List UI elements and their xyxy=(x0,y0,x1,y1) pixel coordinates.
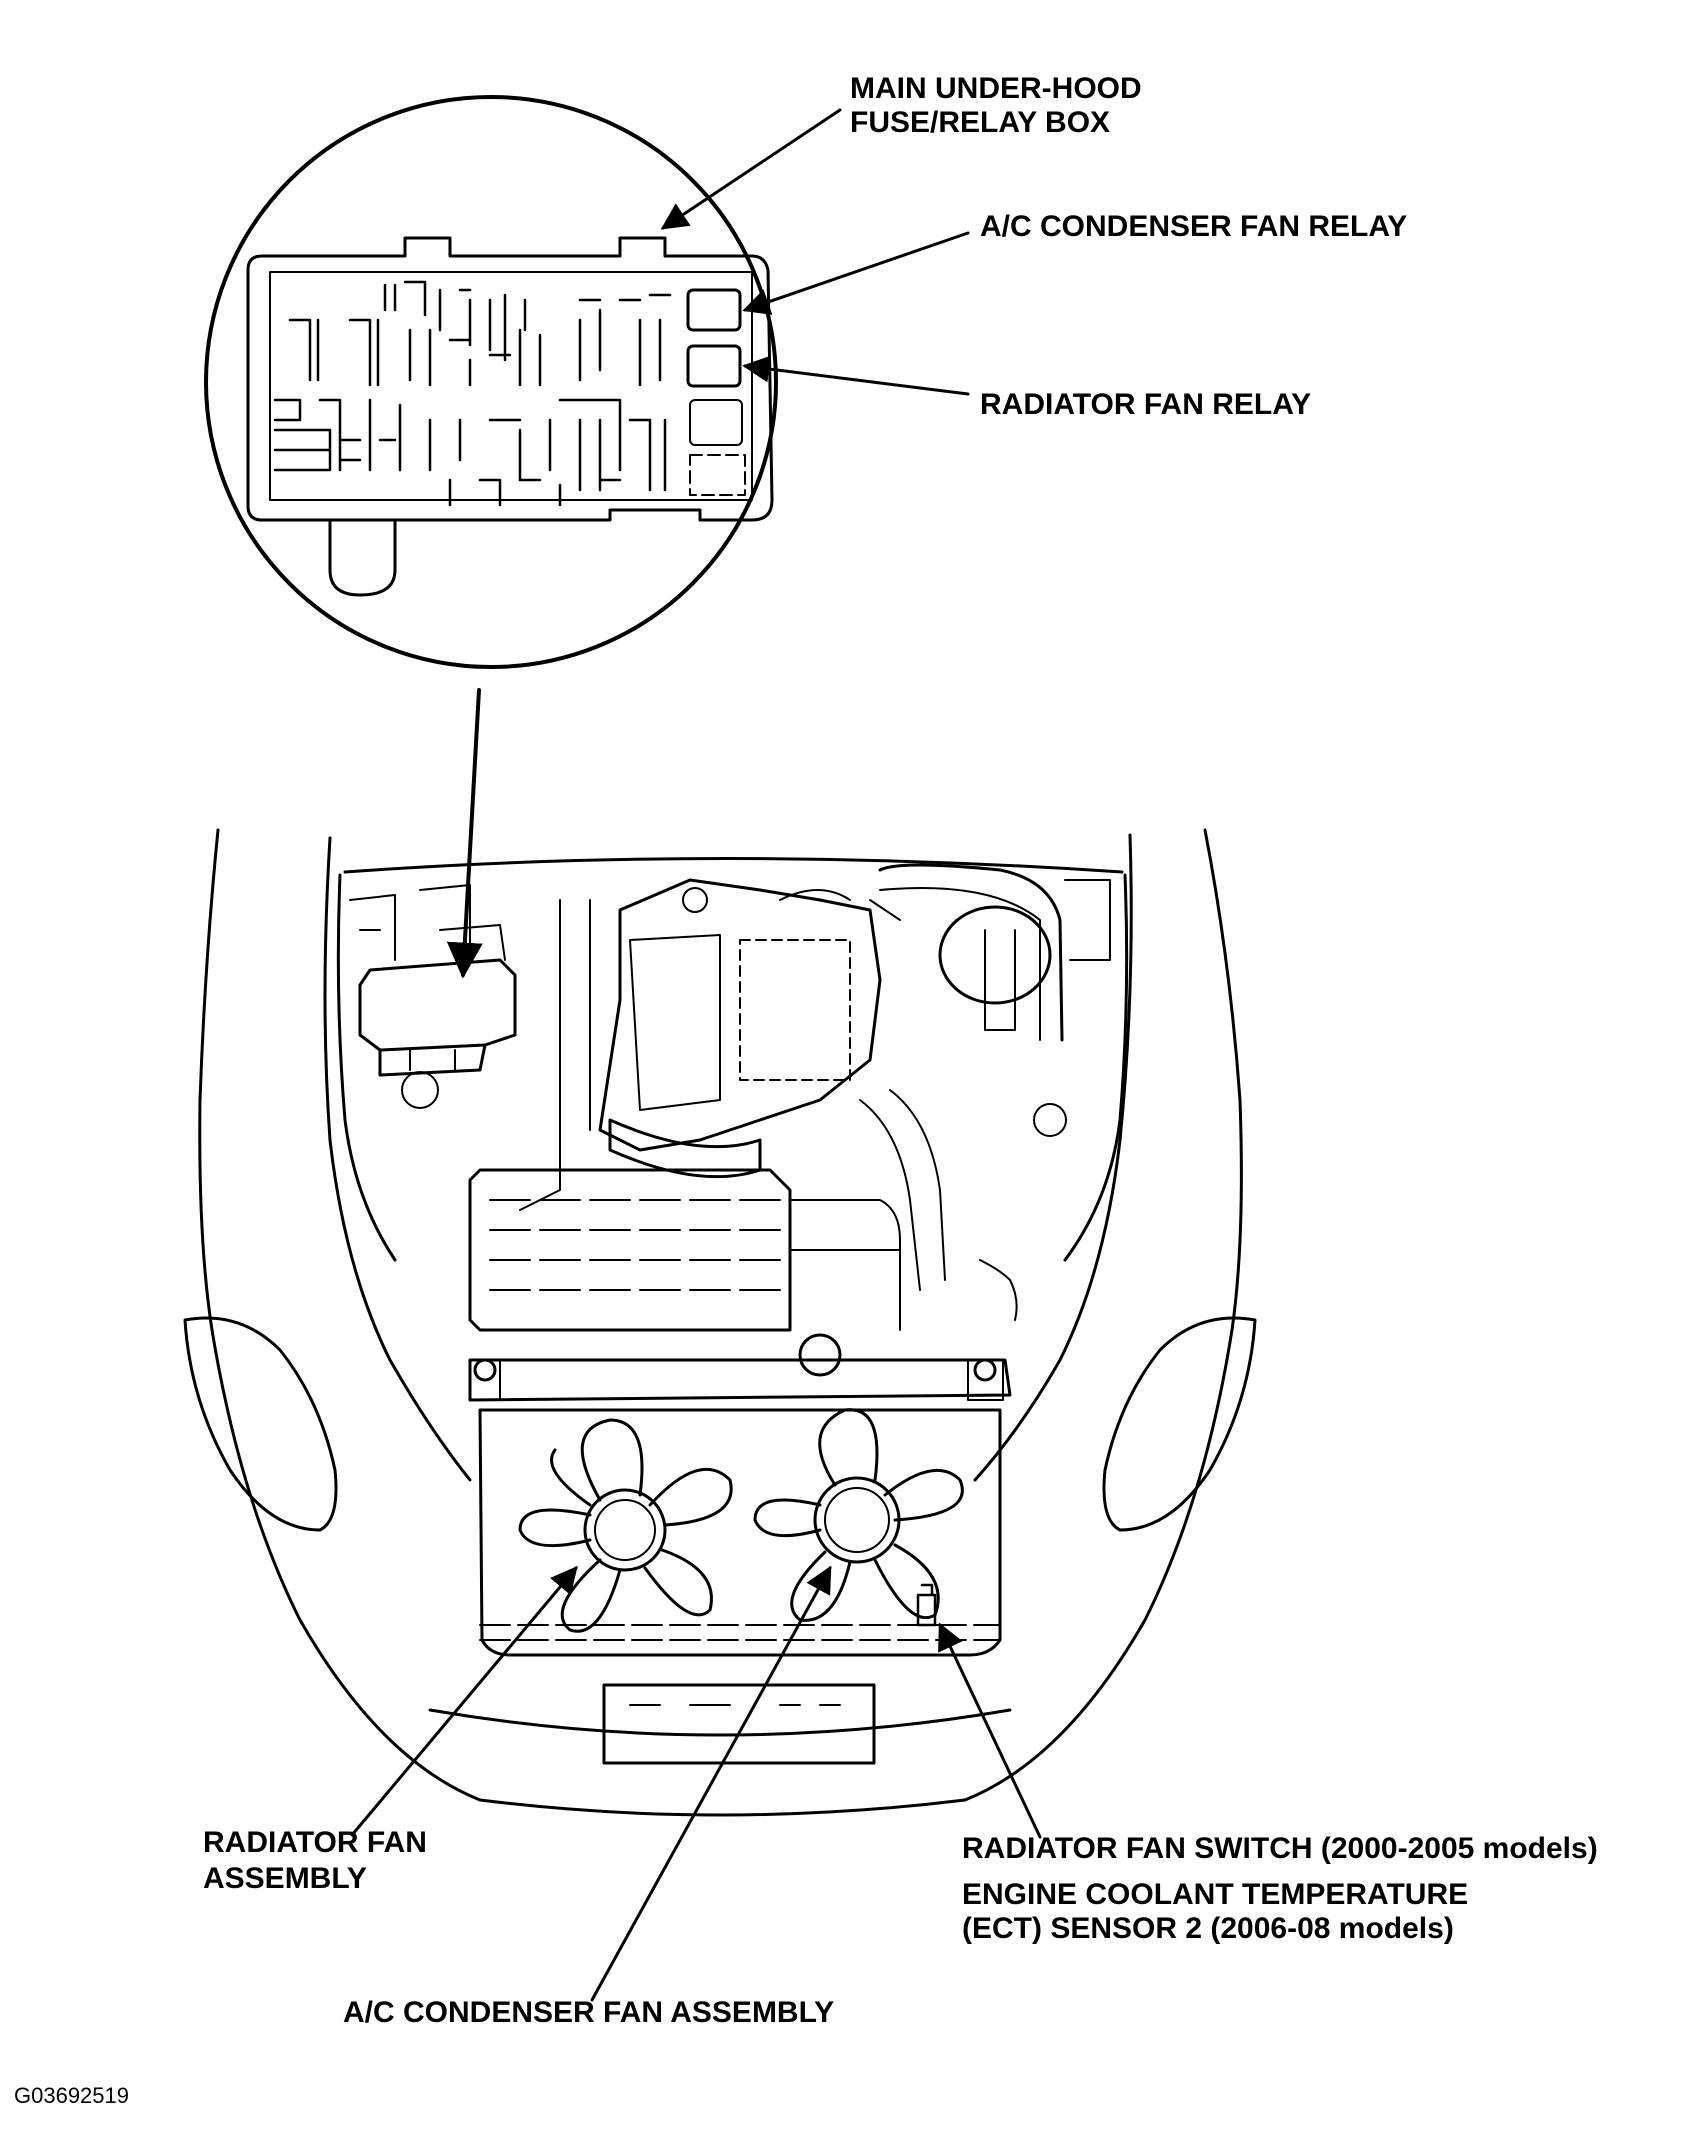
label-ac-condenser-fan-relay: A/C CONDENSER FAN RELAY xyxy=(980,210,1408,243)
bay-fuse-box xyxy=(358,958,517,1052)
leader-ac-relay xyxy=(742,231,970,315)
radiator-core xyxy=(478,1408,1002,1657)
ac-condenser-fan-relay-box xyxy=(686,288,742,332)
label-fuse-box-line1: MAIN UNDER-HOOD xyxy=(850,72,1142,105)
zoom-circle xyxy=(204,95,778,669)
leader-fuse-box xyxy=(660,108,842,230)
leader-fan-switch xyxy=(938,1622,1042,1839)
label-ect-sensor-line1: ENGINE COOLANT TEMPERATURE xyxy=(962,1878,1469,1911)
radiator-shroud-top xyxy=(468,1168,792,1332)
leader-radiator-relay xyxy=(742,355,970,396)
radiator-top-tank xyxy=(468,1358,1012,1402)
label-ac-condenser-fan-assembly: A/C CONDENSER FAN ASSEMBLY xyxy=(343,1996,835,2029)
fuse-relay-box xyxy=(246,236,774,522)
radiator-cap xyxy=(798,1333,842,1377)
right-fender xyxy=(963,828,1243,1802)
leader-radiator-fan-assembly xyxy=(350,1565,578,1837)
left-headlight xyxy=(183,1316,338,1532)
label-radiator-fan-assembly-line1: RADIATOR FAN xyxy=(203,1826,427,1859)
fuse-box-tab xyxy=(328,518,397,597)
front-bumper xyxy=(478,1798,967,1817)
brake-reservoir xyxy=(938,905,1052,1005)
fan-switch xyxy=(916,1583,937,1627)
label-ect-sensor-line2: (ECT) SENSOR 2 (2006-08 models) xyxy=(962,1912,1454,1945)
label-fan-switch: RADIATOR FAN SWITCH (2000-2005 models) xyxy=(962,1832,1598,1865)
radiator-fan xyxy=(518,1418,733,1633)
license-plate xyxy=(602,1683,876,1765)
label-fuse-box-line2: FUSE/RELAY BOX xyxy=(850,106,1111,139)
label-radiator-fan-relay: RADIATOR FAN RELAY xyxy=(980,388,1312,421)
fuse-grid xyxy=(273,280,672,507)
figure-code: G03692519 xyxy=(14,2083,129,2108)
leader-ac-fan-assembly xyxy=(590,1565,832,2002)
left-fender xyxy=(198,828,482,1802)
right-headlight xyxy=(1102,1316,1257,1532)
label-radiator-fan-assembly-line2: ASSEMBLY xyxy=(203,1862,367,1895)
radiator-fan-relay-box xyxy=(686,344,742,388)
